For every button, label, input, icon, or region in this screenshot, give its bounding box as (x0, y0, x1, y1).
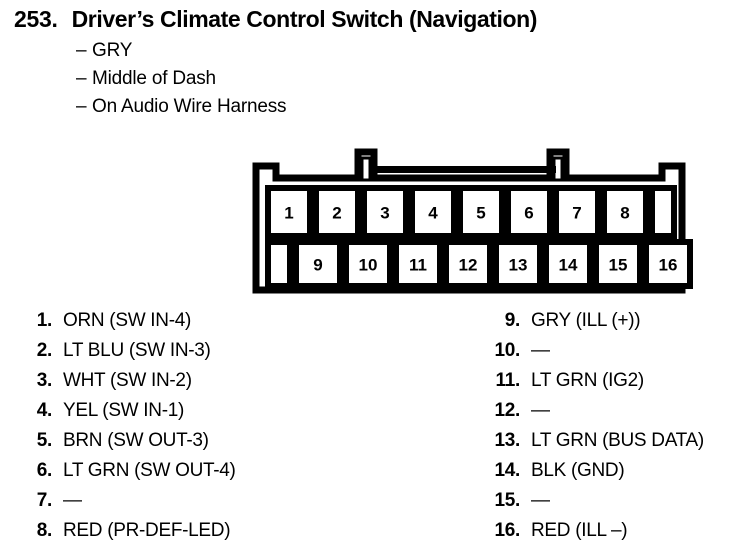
pin-number: 5. (36, 430, 53, 451)
pin-number: 6. (36, 460, 53, 481)
pin-number: 12. (494, 400, 520, 421)
pin-number: 2. (36, 340, 53, 361)
pin-number: 11. (495, 370, 521, 391)
detail-line-text: Middle of Dash (92, 68, 216, 89)
pin-label-8: 8 (620, 204, 629, 223)
pin-description: LT GRN (IG2) (531, 370, 644, 391)
pin-list-item: 4. YEL (SW IN-1) (18, 396, 318, 426)
pin-description: GRY (ILL (+)) (531, 310, 641, 331)
pin-number: 14. (494, 460, 520, 481)
detail-line-harness: –On Audio Wire Harness (76, 96, 287, 118)
pin-label-10: 10 (359, 256, 378, 275)
pin-description: BRN (SW OUT-3) (63, 430, 209, 451)
pin-list-item: 11. LT GRN (IG2) (486, 366, 752, 396)
pin-description: — (531, 340, 550, 361)
pin-list-item: 15. — (486, 486, 752, 516)
pin-list-item: 7. — (18, 486, 318, 516)
page-title: 253. Driver’s Climate Control Switch (Nav… (14, 6, 537, 33)
pin-description: RED (ILL –) (531, 520, 628, 541)
detail-line-text: On Audio Wire Harness (92, 96, 287, 117)
pin-label-6: 6 (524, 204, 533, 223)
connector-diagram: 1 2 3 4 5 6 7 8 9 10 11 12 13 14 (250, 144, 694, 296)
pin-list-item: 3. WHT (SW IN-2) (18, 366, 318, 396)
pin-label-15: 15 (609, 256, 628, 275)
pin-number: 8. (36, 520, 53, 541)
bullet-dash-icon: – (76, 96, 87, 117)
connector-top-row: 1 2 3 4 5 6 7 8 (265, 185, 677, 239)
pin-description: YEL (SW IN-1) (63, 400, 185, 421)
pin-label-14: 14 (559, 256, 578, 275)
connector-bottom-row: 9 10 11 12 13 14 15 16 (265, 239, 693, 289)
pin-list-item: 2. LT BLU (SW IN-3) (18, 336, 318, 366)
pin-label-9: 9 (313, 256, 322, 275)
pin-number: 10. (494, 340, 520, 361)
bullet-dash-icon: – (76, 68, 87, 89)
pin-description: LT GRN (SW OUT-4) (63, 460, 236, 481)
pin-number: 9. (504, 310, 521, 331)
pin-description: WHT (SW IN-2) (63, 370, 192, 391)
pin-number: 3. (36, 370, 53, 391)
detail-line-color: –GRY (76, 40, 132, 62)
pin-number: 7. (36, 490, 53, 511)
pin-label-12: 12 (459, 256, 478, 275)
bullet-dash-icon: – (76, 40, 87, 61)
pin-description: — (63, 490, 82, 511)
title-text: Driver’s Climate Control Switch (Navigat… (71, 6, 538, 32)
pin-label-16: 16 (659, 256, 678, 275)
pin-label-11: 11 (409, 256, 427, 275)
pin-label-3: 3 (380, 204, 389, 223)
pin-description: ORN (SW IN-4) (63, 310, 192, 331)
pin-label-4: 4 (428, 204, 438, 223)
item-number: 253. (14, 6, 58, 32)
pin-description: BLK (GND) (531, 460, 625, 481)
pin-list-item: 6. LT GRN (SW OUT-4) (18, 456, 318, 486)
pin-label-1: 1 (284, 204, 293, 223)
pin-description: — (531, 400, 550, 421)
pin-list-right: 9. GRY (ILL (+)) 10. — 11. LT GRN (IG2) 12.… (486, 306, 752, 546)
detail-line-location: –Middle of Dash (76, 68, 216, 90)
pin-list-item: 13. LT GRN (BUS DATA) (486, 426, 752, 456)
pin-list-item: 5. BRN (SW OUT-3) (18, 426, 318, 456)
detail-line-text: GRY (92, 40, 133, 61)
pin-number: 13. (494, 430, 520, 451)
pin-list-item: 16. RED (ILL –) (486, 516, 752, 546)
pin-list-item: 10. — (486, 336, 752, 366)
pin-label-7: 7 (572, 204, 581, 223)
pin-list-item: 1. ORN (SW IN-4) (18, 306, 318, 336)
pin-label-5: 5 (476, 204, 485, 223)
pin-list-left: 1. ORN (SW IN-4) 2. LT BLU (SW IN-3) 3. WHT… (18, 306, 318, 546)
pin-list-item: 8. RED (PR-DEF-LED) (18, 516, 318, 546)
pin-description: RED (PR-DEF-LED) (63, 520, 231, 541)
pin-list-item: 12. — (486, 396, 752, 426)
pin-description: — (531, 490, 550, 511)
pin-label-2: 2 (332, 204, 341, 223)
pin-description: LT GRN (BUS DATA) (531, 430, 704, 451)
pin-description: LT BLU (SW IN-3) (63, 340, 211, 361)
pin-number: 4. (36, 400, 53, 421)
pin-list-item: 9. GRY (ILL (+)) (486, 306, 752, 336)
pin-number: 1. (36, 310, 53, 331)
pin-number: 16. (494, 520, 520, 541)
pin-label-13: 13 (509, 256, 528, 275)
pin-number: 15. (494, 490, 520, 511)
pin-list-item: 14. BLK (GND) (486, 456, 752, 486)
